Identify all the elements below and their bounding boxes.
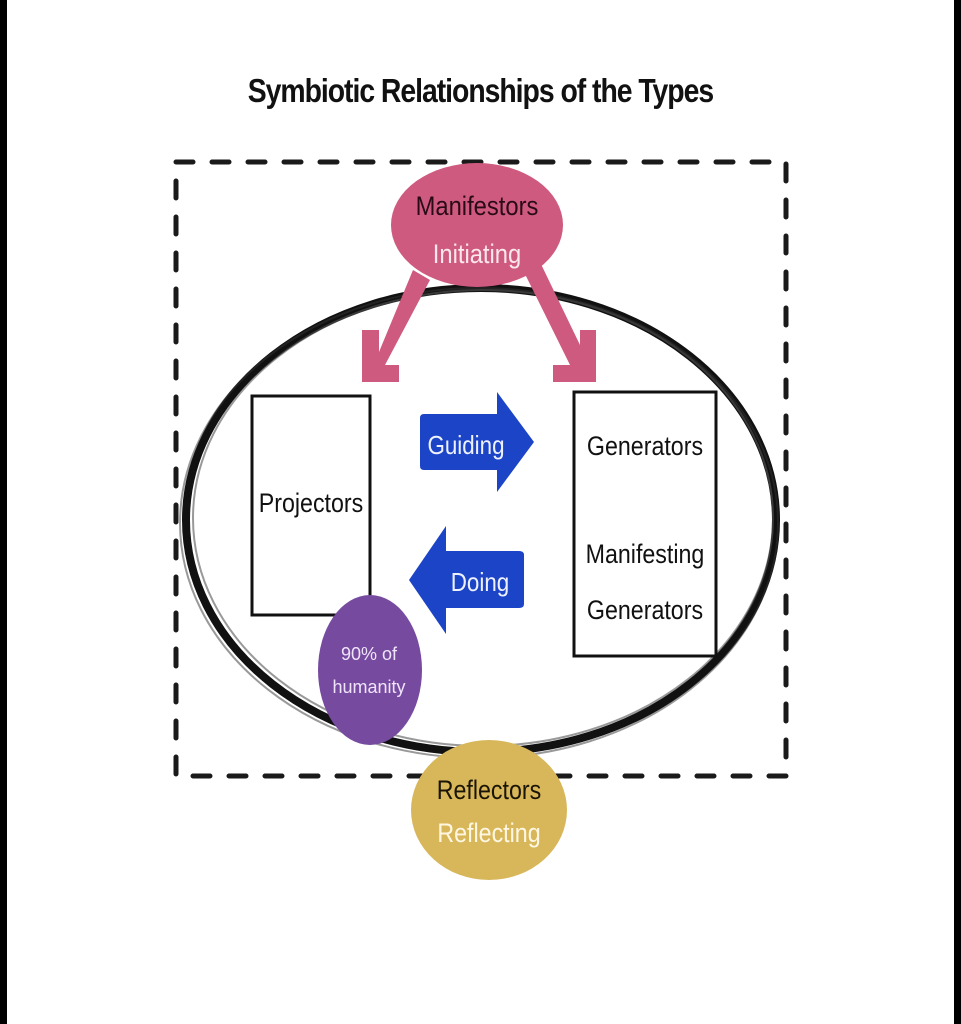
doing-label: Doing: [451, 568, 509, 597]
manifestor-arrows: [362, 262, 596, 382]
arrow-to-generators: [523, 262, 596, 382]
guiding-label: Guiding: [427, 431, 504, 460]
generators-label: Generators: [587, 431, 703, 461]
humanity-badge: 90% of humanity: [318, 595, 422, 745]
manifestors-label: Manifestors: [416, 192, 539, 222]
doing-arrow: Doing: [409, 526, 524, 634]
projectors-label: Projectors: [259, 488, 363, 518]
guiding-arrow: Guiding: [420, 392, 534, 492]
humanity-badge-line2: humanity: [332, 677, 405, 697]
reflectors-label: Reflectors: [437, 775, 541, 805]
arrow-to-projectors: [362, 270, 430, 382]
arrow-left-icon: [409, 526, 524, 634]
manifesting-generators-label-line2: Generators: [587, 595, 703, 625]
generators-node: Generators Manifesting Generators: [572, 390, 718, 658]
projectors-node: Projectors: [250, 394, 372, 617]
humanity-badge-line1: 90% of: [341, 644, 398, 664]
reflectors-node: Reflectors Reflecting: [411, 740, 567, 880]
manifestors-node: Manifestors Initiating: [391, 163, 563, 287]
diagram-title: Symbiotic Relationships of the Types: [247, 72, 714, 109]
manifestors-role: Initiating: [433, 240, 521, 270]
reflectors-role: Reflecting: [437, 818, 540, 848]
arrow-right-icon: [420, 392, 534, 492]
manifesting-generators-label-line1: Manifesting: [586, 539, 705, 569]
